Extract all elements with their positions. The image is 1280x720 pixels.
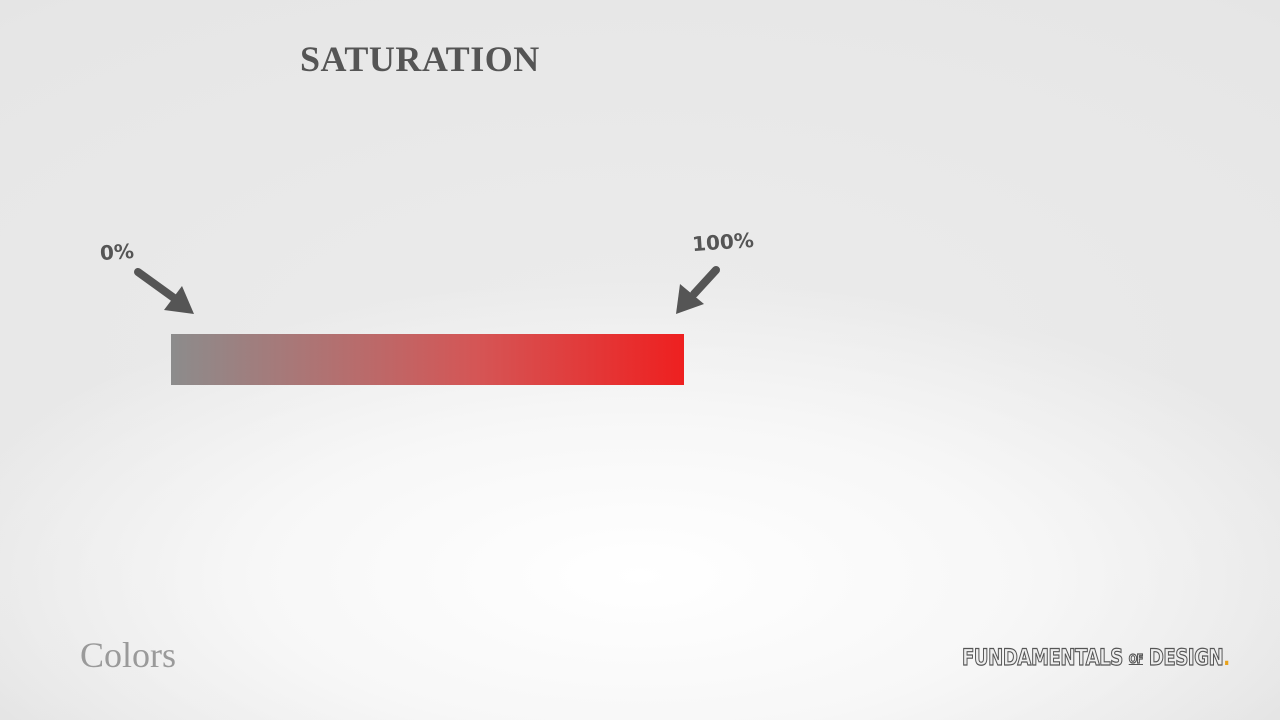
brand-logo-of: OF: [1128, 651, 1144, 666]
max-saturation-label: 100%: [691, 227, 755, 257]
arrow-down-right-icon: [134, 268, 194, 314]
arrow-down-left-icon: [676, 266, 720, 314]
slide-title: SATURATION: [300, 39, 540, 79]
brand-logo-part1: FUNDAMENTALS: [962, 645, 1124, 671]
brand-logo-dot: .: [1223, 646, 1230, 671]
brand-logo-part2: DESIGN: [1148, 645, 1224, 671]
brand-logo: FUNDAMENTALS OF DESIGN.: [962, 645, 1231, 671]
saturation-gradient-bar: [171, 334, 684, 385]
section-title: Colors: [80, 635, 177, 675]
